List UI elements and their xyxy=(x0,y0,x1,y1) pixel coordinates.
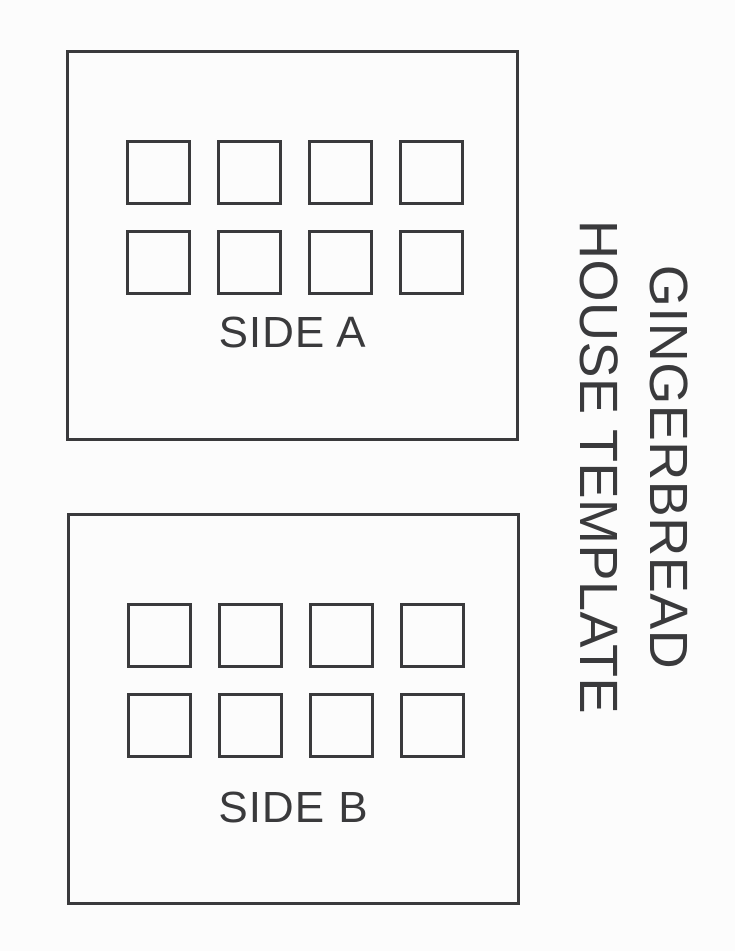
window-grid xyxy=(126,140,464,295)
window-square xyxy=(218,693,283,758)
window-grid xyxy=(127,603,465,758)
window-square xyxy=(126,230,191,295)
vertical-title: GINGERBREAD HOUSE TEMPLATE xyxy=(563,220,703,714)
title-line-2: HOUSE TEMPLATE xyxy=(568,219,628,715)
window-square xyxy=(126,140,191,205)
window-square xyxy=(309,693,374,758)
window-square xyxy=(400,603,465,668)
panel-label-side-a: SIDE A xyxy=(218,308,367,357)
panel-label-side-b: SIDE B xyxy=(218,783,369,832)
panel-side-b: SIDE B xyxy=(67,513,520,905)
title-line-1: GINGERBREAD xyxy=(638,264,698,670)
window-square xyxy=(217,230,282,295)
window-square xyxy=(400,693,465,758)
window-square xyxy=(308,140,373,205)
window-square xyxy=(127,693,192,758)
window-square xyxy=(399,230,464,295)
window-square xyxy=(309,603,374,668)
panel-side-a: SIDE A xyxy=(66,50,519,441)
window-square xyxy=(127,603,192,668)
window-square xyxy=(217,140,282,205)
window-square xyxy=(399,140,464,205)
window-square xyxy=(218,603,283,668)
window-square xyxy=(308,230,373,295)
